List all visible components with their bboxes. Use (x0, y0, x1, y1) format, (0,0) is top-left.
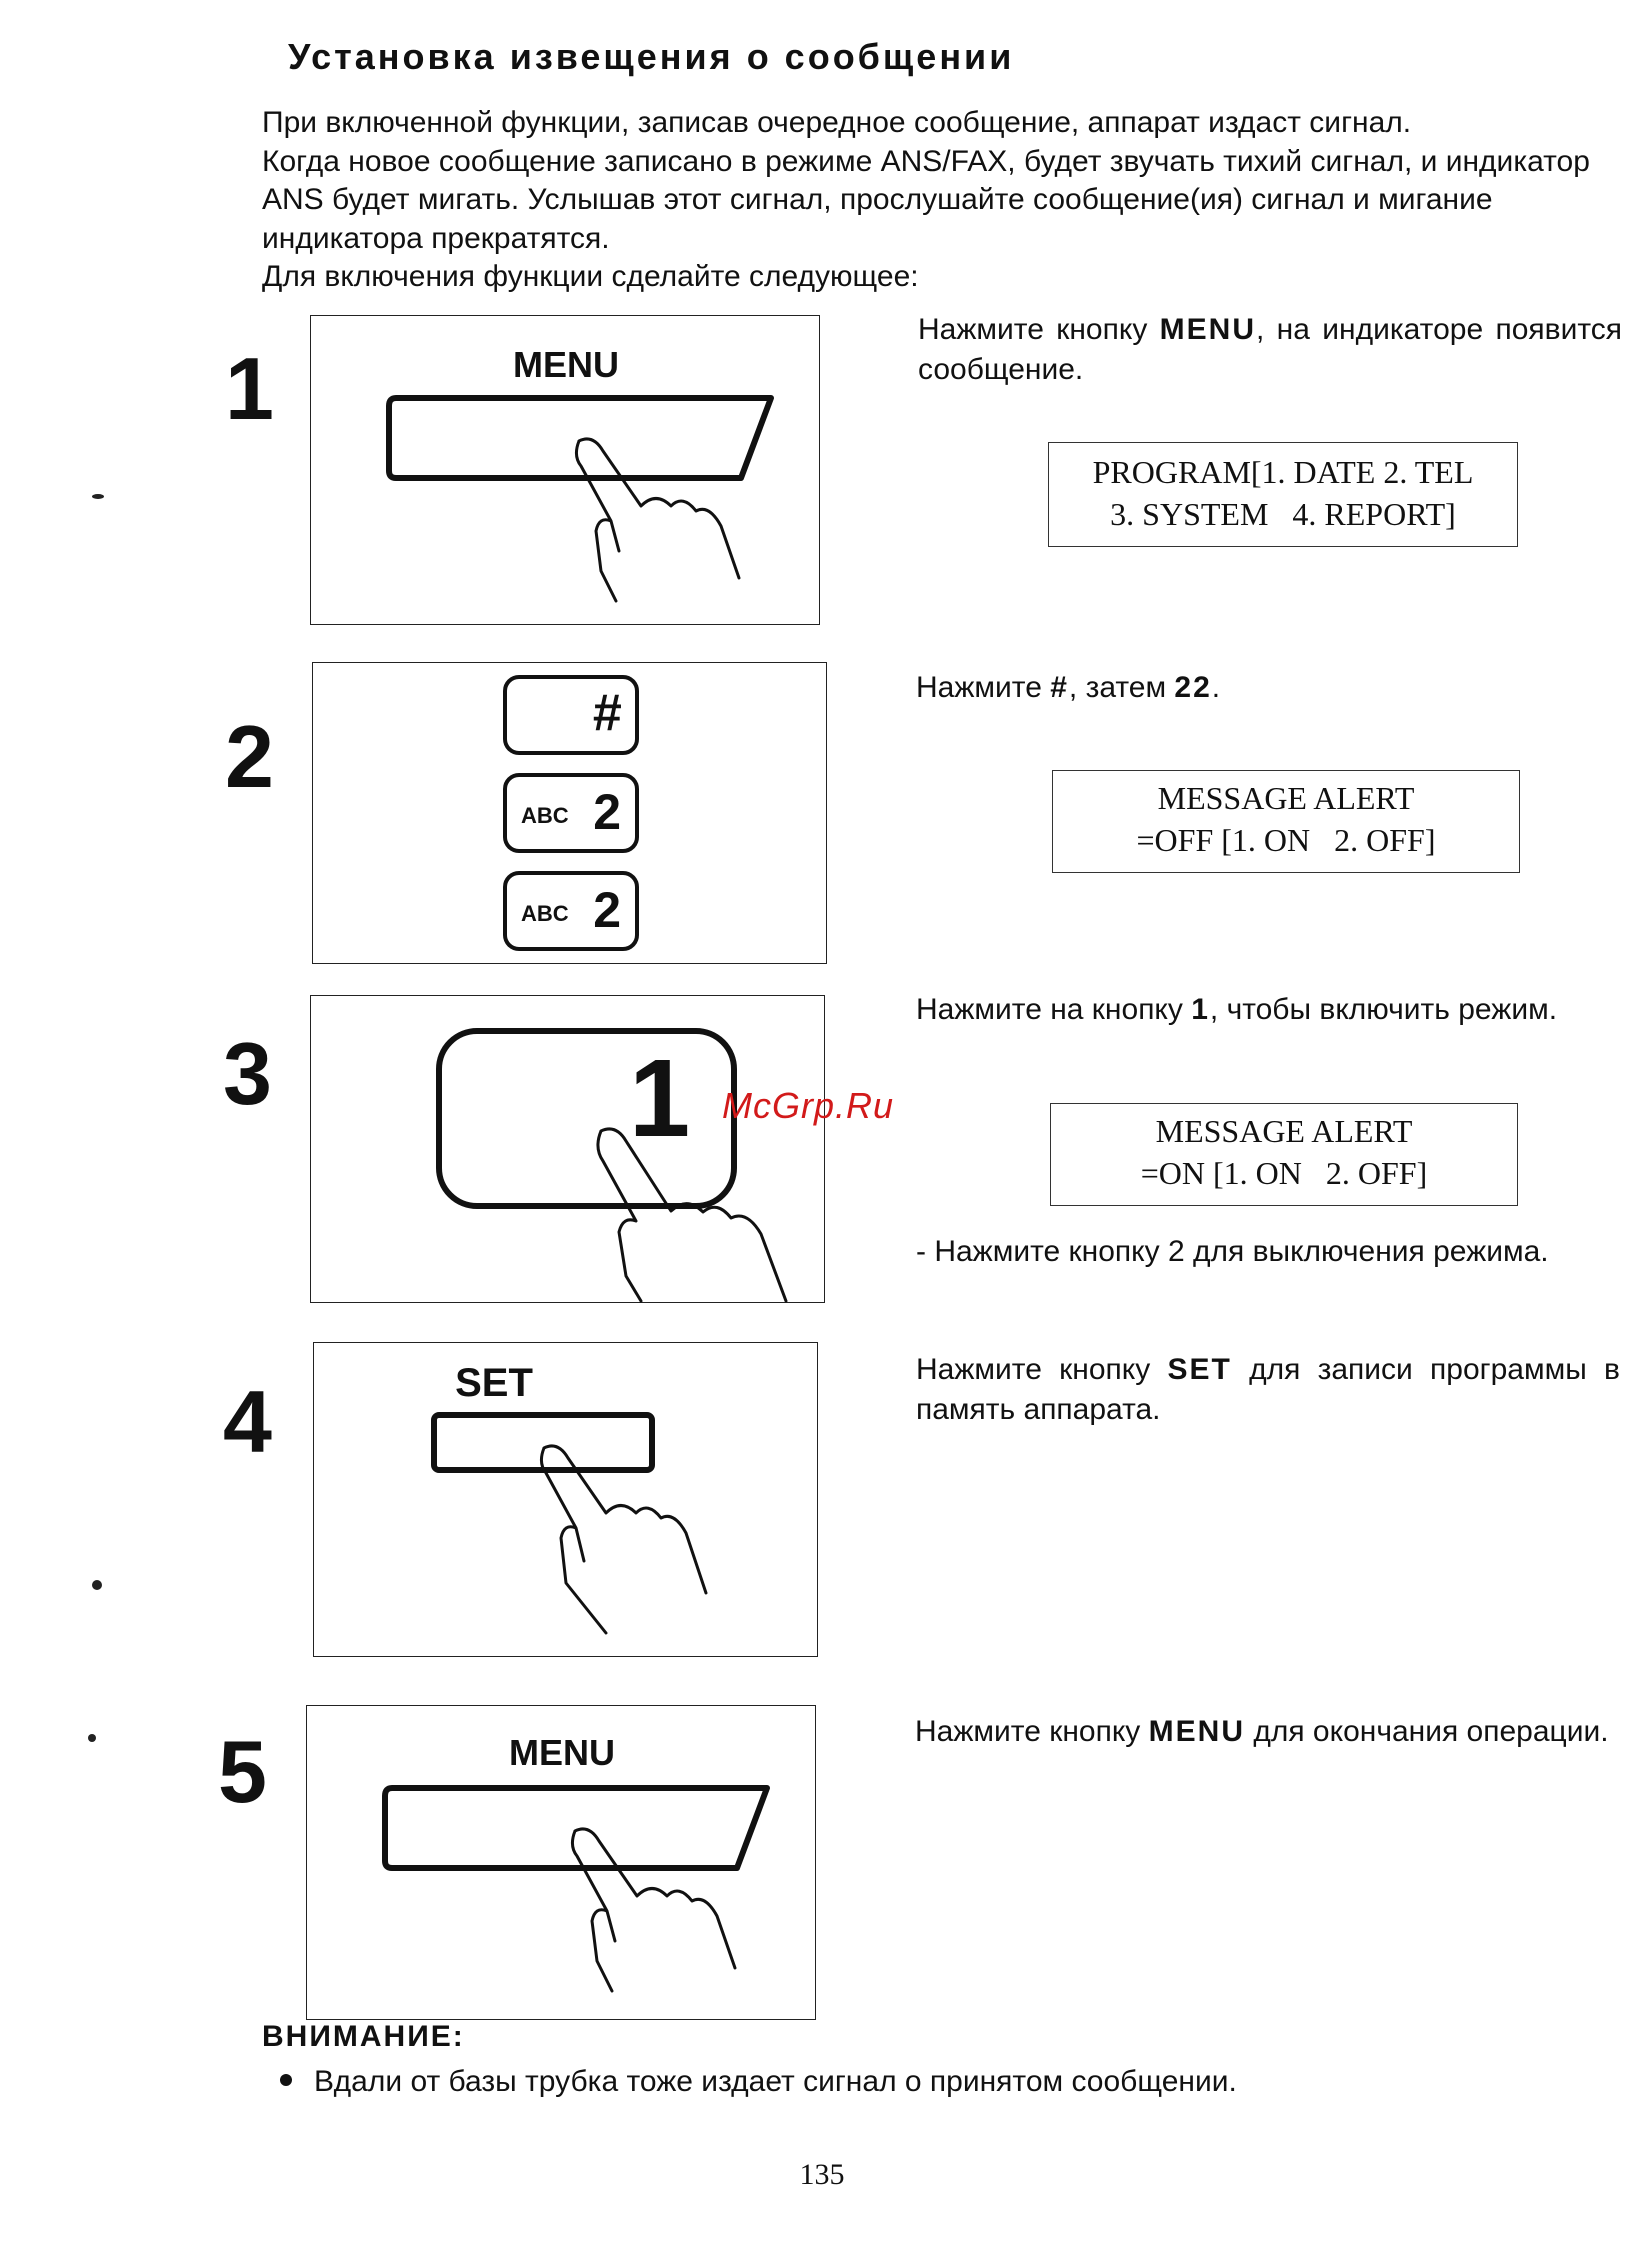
bold-key: MENU (1159, 313, 1256, 346)
step-illustration-menu: MENU (310, 315, 820, 625)
lcd-line: MESSAGE ALERT (1155, 1113, 1413, 1149)
key-main: 2 (593, 882, 621, 938)
key-main: 2 (593, 784, 621, 840)
step-illustration-keypad: # ABC 2 ABC 2 (312, 662, 827, 964)
abc-2-key: ABC 2 (503, 773, 639, 853)
step-instruction: Нажмите кнопку MENU для окончания операц… (915, 1715, 1609, 1748)
menu-key-hand-icon (386, 395, 774, 603)
key-label: MENU (513, 344, 619, 385)
warning-bullet: Вдали от базы трубка тоже издает сигнал … (280, 2065, 1237, 2099)
page-title: Установка извещения о сообщении (288, 36, 1015, 77)
step-illustration-key-1: 1 (310, 995, 825, 1303)
intro-line: При включенной функции, записав очередно… (262, 106, 1412, 139)
set-key-hand-icon (431, 1412, 708, 1635)
hash-key: # (503, 675, 639, 755)
step-instruction: Нажмите #, затем 22. (916, 671, 1221, 704)
lcd-display: MESSAGE ALERT =ON [1. ON 2. OFF] (1050, 1103, 1518, 1206)
bullet-icon (280, 2074, 292, 2087)
warning-text: Вдали от базы трубка тоже издает сигнал … (314, 2065, 1237, 2098)
scan-speck (92, 1580, 102, 1590)
step-instruction: Нажмите кнопку SET для записи программы … (916, 1353, 1620, 1426)
bold-key: 22 (1174, 671, 1212, 704)
step-instruction: Нажмите кнопку MENU, на индикаторе появи… (918, 313, 1622, 386)
abc-2-key: ABC 2 (503, 871, 639, 951)
key-label: 1 (629, 1037, 691, 1160)
step-instruction: Нажмите на кнопку 1, чтобы включить режи… (916, 993, 1558, 1026)
bold-key: SET (1167, 1353, 1232, 1386)
step-number: 4 (223, 1372, 272, 1471)
key-label: MENU (509, 1732, 615, 1773)
lcd-display: PROGRAM[1. DATE 2. TEL 3. SYSTEM 4. REPO… (1048, 442, 1518, 547)
bold-key: MENU (1148, 1715, 1245, 1748)
step-number: 5 (218, 1722, 267, 1821)
lcd-line: =ON [1. ON 2. OFF] (1140, 1155, 1428, 1191)
key-sub: ABC (521, 803, 569, 828)
page-number: 135 (799, 2158, 845, 2191)
step-note: - Нажмите кнопку 2 для выключения режима… (916, 1235, 1549, 1268)
step-number: 2 (225, 707, 274, 806)
warning-heading: ВНИМАНИЕ: (262, 2020, 465, 2053)
intro-line: Когда новое сообщение записано в режиме … (262, 144, 1590, 255)
key-sub: ABC (521, 901, 569, 926)
lcd-display: MESSAGE ALERT =OFF [1. ON 2. OFF] (1052, 770, 1520, 873)
step-number: 1 (225, 339, 274, 438)
lcd-line: MESSAGE ALERT (1157, 780, 1415, 816)
bold-key: # (1050, 671, 1069, 704)
menu-key-hand-icon (382, 1785, 770, 1993)
scan-speck (92, 494, 104, 499)
intro-line: Для включения функции сделайте следующее… (262, 260, 919, 293)
key-label: SET (455, 1361, 533, 1405)
watermark: McGrp.Ru (722, 1085, 895, 1126)
step-number: 3 (223, 1024, 272, 1123)
key-main: # (592, 684, 621, 742)
intro-text: При включенной функции, записав очередно… (262, 104, 1612, 297)
lcd-line: 3. SYSTEM 4. REPORT] (1110, 496, 1456, 532)
step-illustration-set: SET (313, 1342, 818, 1657)
step-illustration-menu: MENU (306, 1705, 816, 2020)
key-1-hand-icon (436, 1028, 788, 1303)
scan-speck (88, 1734, 96, 1742)
lcd-line: =OFF [1. ON 2. OFF] (1136, 822, 1436, 858)
bold-key: 1 (1191, 993, 1210, 1026)
lcd-line: PROGRAM[1. DATE 2. TEL (1092, 454, 1474, 490)
